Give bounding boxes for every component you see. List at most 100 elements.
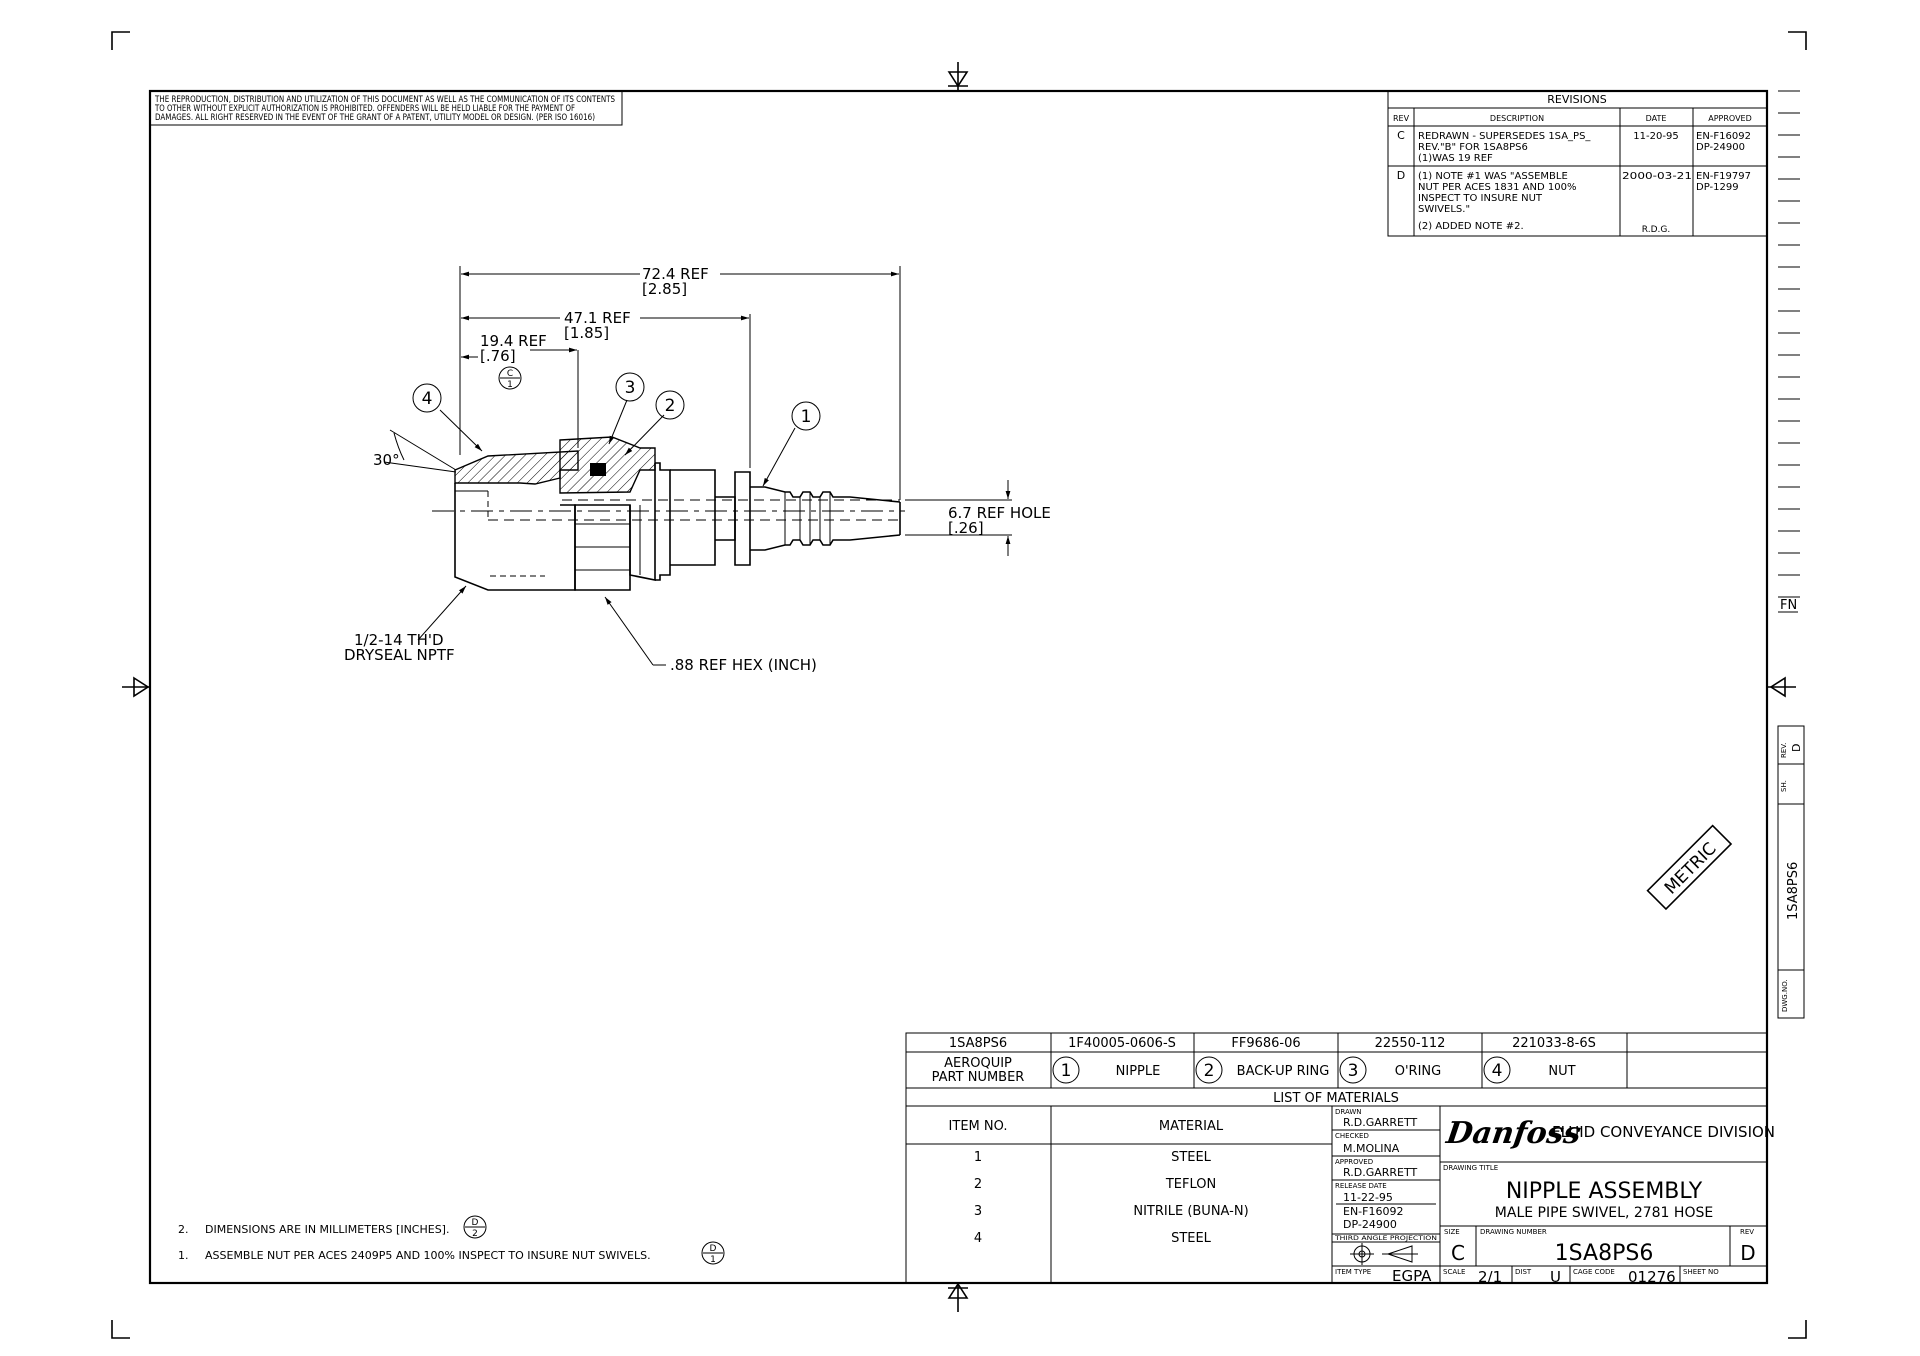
revisions-table: REVISIONS REV DESCRIPTION DATE APPROVED … (1387, 90, 1768, 237)
tb-size-label: SIZE (1444, 1228, 1460, 1236)
tb-scale: 2/1 (1478, 1268, 1502, 1286)
balloon-4-text: 4 (422, 389, 433, 409)
bom-header-table: 1SA8PS6 1F40005-0606-S FF9686-06 22550-1… (905, 1032, 1768, 1107)
tb-item-type: EGPA (1392, 1267, 1432, 1285)
tb-title: NIPPLE ASSEMBLY (1506, 1179, 1703, 1204)
tb-release-en: EN-F16092 (1343, 1205, 1403, 1218)
side-sh-label: SH. (1780, 780, 1788, 792)
tb-release: 11-22-95 (1343, 1191, 1393, 1204)
bom-pn-1: 1F40005-0606-S (1068, 1036, 1176, 1051)
dim-hole: 6.7 REF HOLE (948, 504, 1051, 522)
note-1-flag-letter: D (710, 1244, 717, 1254)
rev-flag-c1-number: 1 (507, 380, 513, 390)
rev-row-d-rev: D (1397, 169, 1405, 182)
mat-row-3-item: 3 (974, 1204, 982, 1219)
tb-subtitle: MALE PIPE SWIVEL, 2781 HOSE (1495, 1205, 1713, 1221)
bom-item-1-num: 1 (1061, 1061, 1072, 1081)
tb-cage: 01276 (1628, 1268, 1676, 1286)
fn-label: FN (1780, 598, 1797, 613)
dim-mid-inch: [1.85] (564, 324, 609, 342)
rev-header-rev: REV (1393, 114, 1410, 123)
bom-item-3-num: 3 (1348, 1061, 1359, 1081)
dim-overall-inch: [2.85] (642, 280, 687, 298)
note-1-num: 1. (178, 1249, 189, 1262)
bom-assembly: 1SA8PS6 (949, 1036, 1007, 1051)
balloon-1: 1 (791, 401, 821, 431)
balloon-4: 4 (412, 383, 442, 413)
tb-size: C (1451, 1241, 1465, 1265)
note-2-num: 2. (178, 1223, 189, 1236)
rev-row-c-approved-1: EN-F16092 (1696, 131, 1751, 142)
balloon-3-text: 3 (625, 378, 636, 398)
title-block: DRAWN R.D.GARRETT CHECKED M.MOLINA APPRO… (1331, 1105, 1775, 1286)
mat-row-3-material: NITRILE (BUNA-N) (1133, 1204, 1248, 1219)
note-1-flag-number: 1 (710, 1255, 716, 1265)
rev-row-d-desc-3: INSPECT TO INSURE NUT (1418, 193, 1543, 204)
mat-row-2-item: 2 (974, 1177, 982, 1192)
rev-row-d-approved-1: EN-F19797 (1696, 171, 1751, 182)
tb-division: FLUID CONVEYANCE DIVISION (1552, 1123, 1775, 1141)
side-rev-label: REV. (1780, 743, 1788, 758)
rev-flag-c1: C 1 (498, 366, 522, 390)
rev-header-approved: APPROVED (1708, 114, 1752, 123)
tb-dist-label: DIST (1515, 1268, 1532, 1276)
copyright-line-2: TO OTHER WITHOUT EXPLICIT AUTHORIZATION … (154, 104, 575, 114)
rev-row-c-desc-2: REV."B" FOR 1SA8PS6 (1418, 142, 1528, 153)
dim-overall: 72.4 REF (642, 265, 709, 283)
rev-header-date: DATE (1646, 114, 1667, 123)
rev-row-d-desc-2: NUT PER ACES 1831 AND 100% (1418, 182, 1576, 193)
tb-item-type-label: ITEM TYPE (1335, 1268, 1371, 1276)
tb-checked-label: CHECKED (1335, 1132, 1369, 1140)
rev-row-c-desc-1: REDRAWN - SUPERSEDES 1SA_PS_ (1418, 131, 1591, 142)
tb-drawn: R.D.GARRETT (1343, 1116, 1418, 1129)
rev-row-d-approved-2: DP-1299 (1696, 182, 1739, 193)
side-strip: REV. D SH. 1SA8PS6 DWG.NO. (1777, 725, 1805, 1019)
bom-item-4-name: NUT (1548, 1064, 1575, 1079)
rev-row-d-desc-1: (1) NOTE #1 WAS "ASSEMBLE (1418, 171, 1568, 182)
dim-mid: 47.1 REF (564, 309, 631, 327)
rev-row-c-rev: C (1397, 129, 1405, 142)
balloon-2: 2 (655, 390, 685, 420)
side-rev-value: D (1790, 744, 1803, 752)
tb-release-dp: DP-24900 (1343, 1218, 1397, 1231)
rev-row-c-desc-3: (1)WAS 19 REF (1418, 153, 1493, 164)
dim-hex: .88 REF HEX (INCH) (670, 656, 817, 674)
bom-item-2-num: 2 (1204, 1061, 1215, 1081)
tb-drawing-number: 1SA8PS6 (1555, 1241, 1654, 1266)
tb-rev-label: REV (1740, 1228, 1754, 1236)
rev-row-c-approved-2: DP-24900 (1696, 142, 1745, 153)
rev-row-d-desc-5: (2) ADDED NOTE #2. (1418, 221, 1524, 232)
margin-ticks (1778, 90, 1800, 598)
mat-row-4-material: STEEL (1171, 1231, 1212, 1246)
tb-cage-label: CAGE CODE (1573, 1268, 1615, 1276)
tb-projection-label: THIRD ANGLE PROJECTION (1334, 1234, 1437, 1242)
mat-row-1-material: STEEL (1171, 1150, 1212, 1165)
bom-item-3-name: O'RING (1395, 1064, 1441, 1079)
copyright-line-1: THE REPRODUCTION, DISTRIBUTION AND UTILI… (154, 95, 615, 105)
tb-scale-label: SCALE (1443, 1268, 1465, 1276)
dim-thread-1: 1/2-14 TH'D (354, 631, 444, 649)
bom-item-1-name: NIPPLE (1116, 1064, 1161, 1079)
tb-checked: M.MOLINA (1343, 1142, 1400, 1155)
balloon-3: 3 (615, 372, 645, 402)
materials-table: ITEM NO. MATERIAL 1 STEEL 2 TEFLON 3 NIT… (905, 1105, 1333, 1284)
danfoss-logo: Danfoss (1443, 1116, 1583, 1151)
side-dwg-label: DWG.NO. (1781, 979, 1789, 1012)
note-2-flag-number: 2 (472, 1229, 478, 1239)
rev-row-d-date: 2000-03-21 (1622, 171, 1692, 182)
bom-pn-4: 221033-8-6S (1512, 1036, 1596, 1051)
bom-row-label-2: PART NUMBER (932, 1070, 1025, 1085)
tb-dist: U (1550, 1268, 1561, 1286)
mat-row-4-item: 4 (974, 1231, 982, 1246)
dim-hole-inch: [.26] (948, 519, 984, 537)
rev-row-d-initials: R.D.G. (1642, 225, 1670, 235)
tb-sheet-label: SHEET NO (1683, 1268, 1719, 1276)
note-1-text: ASSEMBLE NUT PER ACES 2409P5 AND 100% IN… (205, 1249, 651, 1262)
notes: 2. DIMENSIONS ARE IN MILLIMETERS [INCHES… (178, 1215, 725, 1265)
dim-angle: 30° (373, 451, 400, 469)
tb-approved: R.D.GARRETT (1343, 1166, 1418, 1179)
balloon-2-text: 2 (665, 396, 676, 416)
copyright-line-3: DAMAGES. ALL RIGHT RESERVED IN THE EVENT… (155, 113, 595, 123)
rev-header-desc: DESCRIPTION (1490, 114, 1544, 123)
